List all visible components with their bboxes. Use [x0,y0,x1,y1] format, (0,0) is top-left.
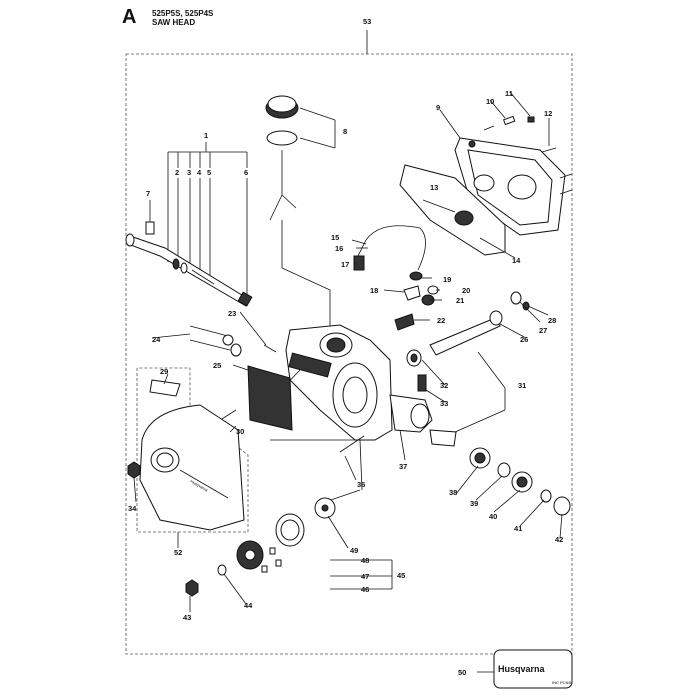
callout-43: 43 [183,613,191,622]
callout-25: 25 [213,361,221,370]
callout-6: 6 [244,168,248,177]
assembly-boundary [125,53,573,655]
nut-43 [185,579,199,597]
crankshaft [429,317,501,356]
callout-24: 24 [152,335,161,344]
callout-50: 50 [458,668,466,677]
callout-36: 36 [357,480,365,489]
callout-17: 17 [341,260,349,269]
screws-12 [483,125,573,195]
callout-28: 28 [548,316,556,325]
callout-18: 18 [370,286,378,295]
callout-21: 21 [456,296,464,305]
callout-19: 19 [443,275,451,284]
callout-38: 38 [449,488,457,497]
guide-plate [247,365,293,431]
callout-10: 10 [486,97,494,106]
callout-40: 40 [489,512,497,521]
callout-4: 4 [197,168,202,177]
screw-7 [145,200,155,235]
callout-34: 34 [128,504,137,513]
callout-14: 14 [512,256,521,265]
crankcase-housing [285,324,433,441]
callout-5: 5 [207,168,211,177]
brand-decal: Husqvarna INC PCNB [493,649,573,689]
model-numbers: 525P5S, 525P4S [152,9,214,18]
decal-sub: INC PCNB [552,680,571,685]
callout-44: 44 [244,601,253,610]
callout-1: 1 [204,131,208,140]
callout-30: 30 [236,427,244,436]
page-letter: A [122,6,137,28]
callout-47: 47 [361,572,369,581]
callout-33: 33 [440,399,448,408]
callout-39: 39 [470,499,478,508]
clutch-cover: Husqvarna [139,404,245,531]
callout-45: 45 [397,571,405,580]
filler-cap [265,95,336,221]
callout-42: 42 [555,535,563,544]
cover-boundary [136,367,249,533]
callout-12: 12 [544,109,552,118]
callout-53: 53 [363,17,371,26]
spring-22 [394,313,415,331]
callout-2: 2 [175,168,179,177]
callout-23: 23 [228,309,236,318]
oil-filter [353,255,365,271]
callout-49: 49 [350,546,358,555]
callout-13: 13 [430,183,438,192]
callout-16: 16 [335,244,343,253]
callout-27: 27 [539,326,547,335]
page-heading: 525P5S, 525P4S SAW HEAD [152,9,213,27]
callout-37: 37 [399,462,407,471]
callout-48: 48 [361,556,369,565]
tank-cover [454,137,566,236]
callout-22: 22 [437,316,445,325]
section-title: SAW HEAD [152,18,196,27]
nut-34 [127,461,141,479]
callout-labels: 53 1 2 3 4 5 6 7 8 9 10 11 12 13 14 15 1… [128,17,563,677]
callout-41: 41 [514,524,522,533]
seal-13 [454,210,474,226]
callout-52: 52 [174,548,182,557]
callout-15: 15 [331,233,339,242]
gasket [399,164,506,256]
drive-shaft [125,233,253,307]
callout-46: 46 [361,585,369,594]
callout-26: 26 [520,335,528,344]
decal-logo: Husqvarna [498,664,546,674]
callout-20: 20 [462,286,470,295]
callout-7: 7 [146,189,150,198]
callout-31: 31 [518,381,526,390]
callout-11: 11 [505,89,513,98]
callout-3: 3 [187,168,191,177]
callout-32: 32 [440,381,448,390]
clutch-spider [236,540,264,570]
callout-9: 9 [436,103,440,112]
callout-29: 29 [160,367,168,376]
callout-8: 8 [343,127,347,136]
